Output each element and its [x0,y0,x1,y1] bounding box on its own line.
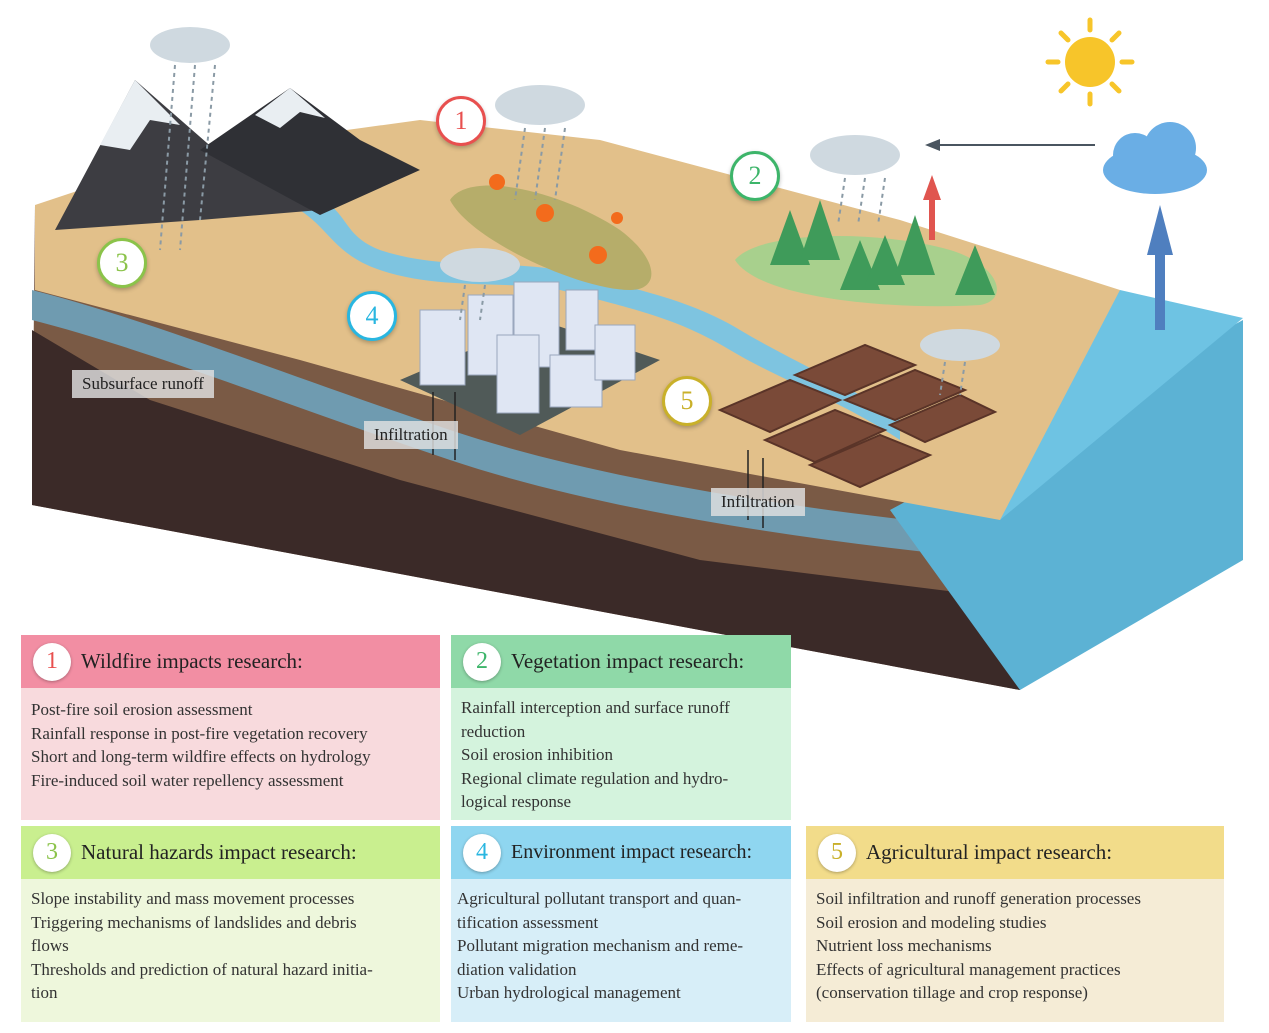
panel-body: Post-fire soil erosion assessment Rainfa… [21,688,440,820]
subsurface-runoff-label: Subsurface runoff [72,370,214,398]
list-item: Soil erosion inhibition [461,745,614,764]
list-item: Nutrient loss mechanisms [816,936,992,955]
mountain-right [200,88,420,215]
list-item: Rainfall response in post-fire vegetatio… [31,723,368,743]
panel-header: 5 Agricultural impact research: [806,826,1224,879]
panel-header: 3 Natural hazards impact research: [21,826,440,879]
landscape-scene: Subsurface runoff Infiltration Infiltrat… [32,17,1243,690]
panel-title: Natural hazards impact research: [81,840,357,864]
list-item: Rainfall interception and surface runoff [461,698,730,717]
snow-cap-left [100,80,180,150]
panel-number: 5 [818,833,856,872]
snow-cap-right [255,88,325,128]
panel-number: 4 [463,833,501,872]
wildfire-hill [450,185,652,290]
soil-bottom-layer [32,330,1020,690]
panel-vegetation: 2 Vegetation impact research: Rainfall i… [451,635,791,820]
list-item: Fire-induced soil water repellency asses… [31,770,344,790]
blue-cloud-icon [1103,122,1207,194]
list-item: Short and long-term wildfire effects on … [31,747,371,766]
panel-title: Environment impact research: [511,841,753,863]
panel-hazards: 3 Natural hazards impact research: Slope… [21,826,440,1022]
panel-body: Agricultural pollutant transport and qua… [451,879,791,1022]
panel-agriculture: 5 Agricultural impact research: Soil inf… [806,826,1224,1022]
panel-body: Soil infiltration and runoff generation … [806,879,1224,1022]
list-item: Post-fire soil erosion assessment [31,700,253,719]
infiltration-label-urban: Infiltration [364,421,458,449]
panel-title: Agricultural impact research: [866,840,1113,864]
list-item: Slope instability and mass movement proc… [31,889,355,908]
list-item: Regional climate regulation and hydro- [461,768,729,788]
sun-icon [1045,17,1135,107]
evaporation-arrow [1147,205,1173,330]
groundwater-layer [32,290,1000,560]
list-item: tification assessment [457,912,599,932]
landscape-illustration [32,17,1243,690]
rain-clouds [150,27,1000,361]
badge-hazards: 3 [97,238,147,288]
badge-environment: 4 [347,291,397,341]
panel-number: 2 [463,642,501,681]
sea-front-face [890,320,1243,690]
buildings [419,281,636,414]
infiltration-label-farm: Infiltration [711,488,805,516]
fire-flames [489,174,623,264]
panel-wildfire: 1 Wildfire impacts research: Post-fire s… [21,635,440,820]
badge-vegetation: 2 [730,151,780,201]
panel-header: 4 Environment impact research: [451,826,791,879]
list-item: logical response [461,792,571,811]
rain-streaks [159,64,966,396]
farm-plots [717,343,998,489]
panel-body: Slope instability and mass movement proc… [21,879,440,1022]
panel-title: Vegetation impact research: [511,649,745,673]
panel-header: 1 Wildfire impacts research: [21,635,440,688]
list-item: (conservation tillage and crop response) [816,983,1088,1002]
panel-title: Wildfire impacts research: [81,649,303,673]
list-item: Soil infiltration and runoff generation … [816,889,1141,908]
transpiration-arrow [923,175,941,240]
list-item: diation validation [457,959,577,979]
list-item: Pollutant migration mechanism and reme- [457,936,744,955]
list-item: flows [31,936,69,955]
list-item: Effects of agricultural management pract… [816,959,1121,979]
badge-wildfire: 1 [436,96,486,146]
panel-body: Rainfall interception and surface runoff… [451,688,791,820]
list-item: Urban hydrological management [457,983,681,1002]
list-item: tion [31,983,58,1002]
list-item: reduction [461,721,526,741]
panel-number: 3 [33,833,71,872]
list-item: Triggering mechanisms of landslides and … [31,912,357,932]
panel-environment: 4 Environment impact research: Agricultu… [451,826,791,1022]
list-item: Thresholds and prediction of natural haz… [31,959,373,979]
badge-agriculture: 5 [662,376,712,426]
trees [770,200,995,295]
panel-header: 2 Vegetation impact research: [451,635,791,688]
list-item: Soil erosion and modeling studies [816,912,1047,932]
panel-number: 1 [33,642,71,681]
list-item: Agricultural pollutant transport and qua… [457,889,742,908]
